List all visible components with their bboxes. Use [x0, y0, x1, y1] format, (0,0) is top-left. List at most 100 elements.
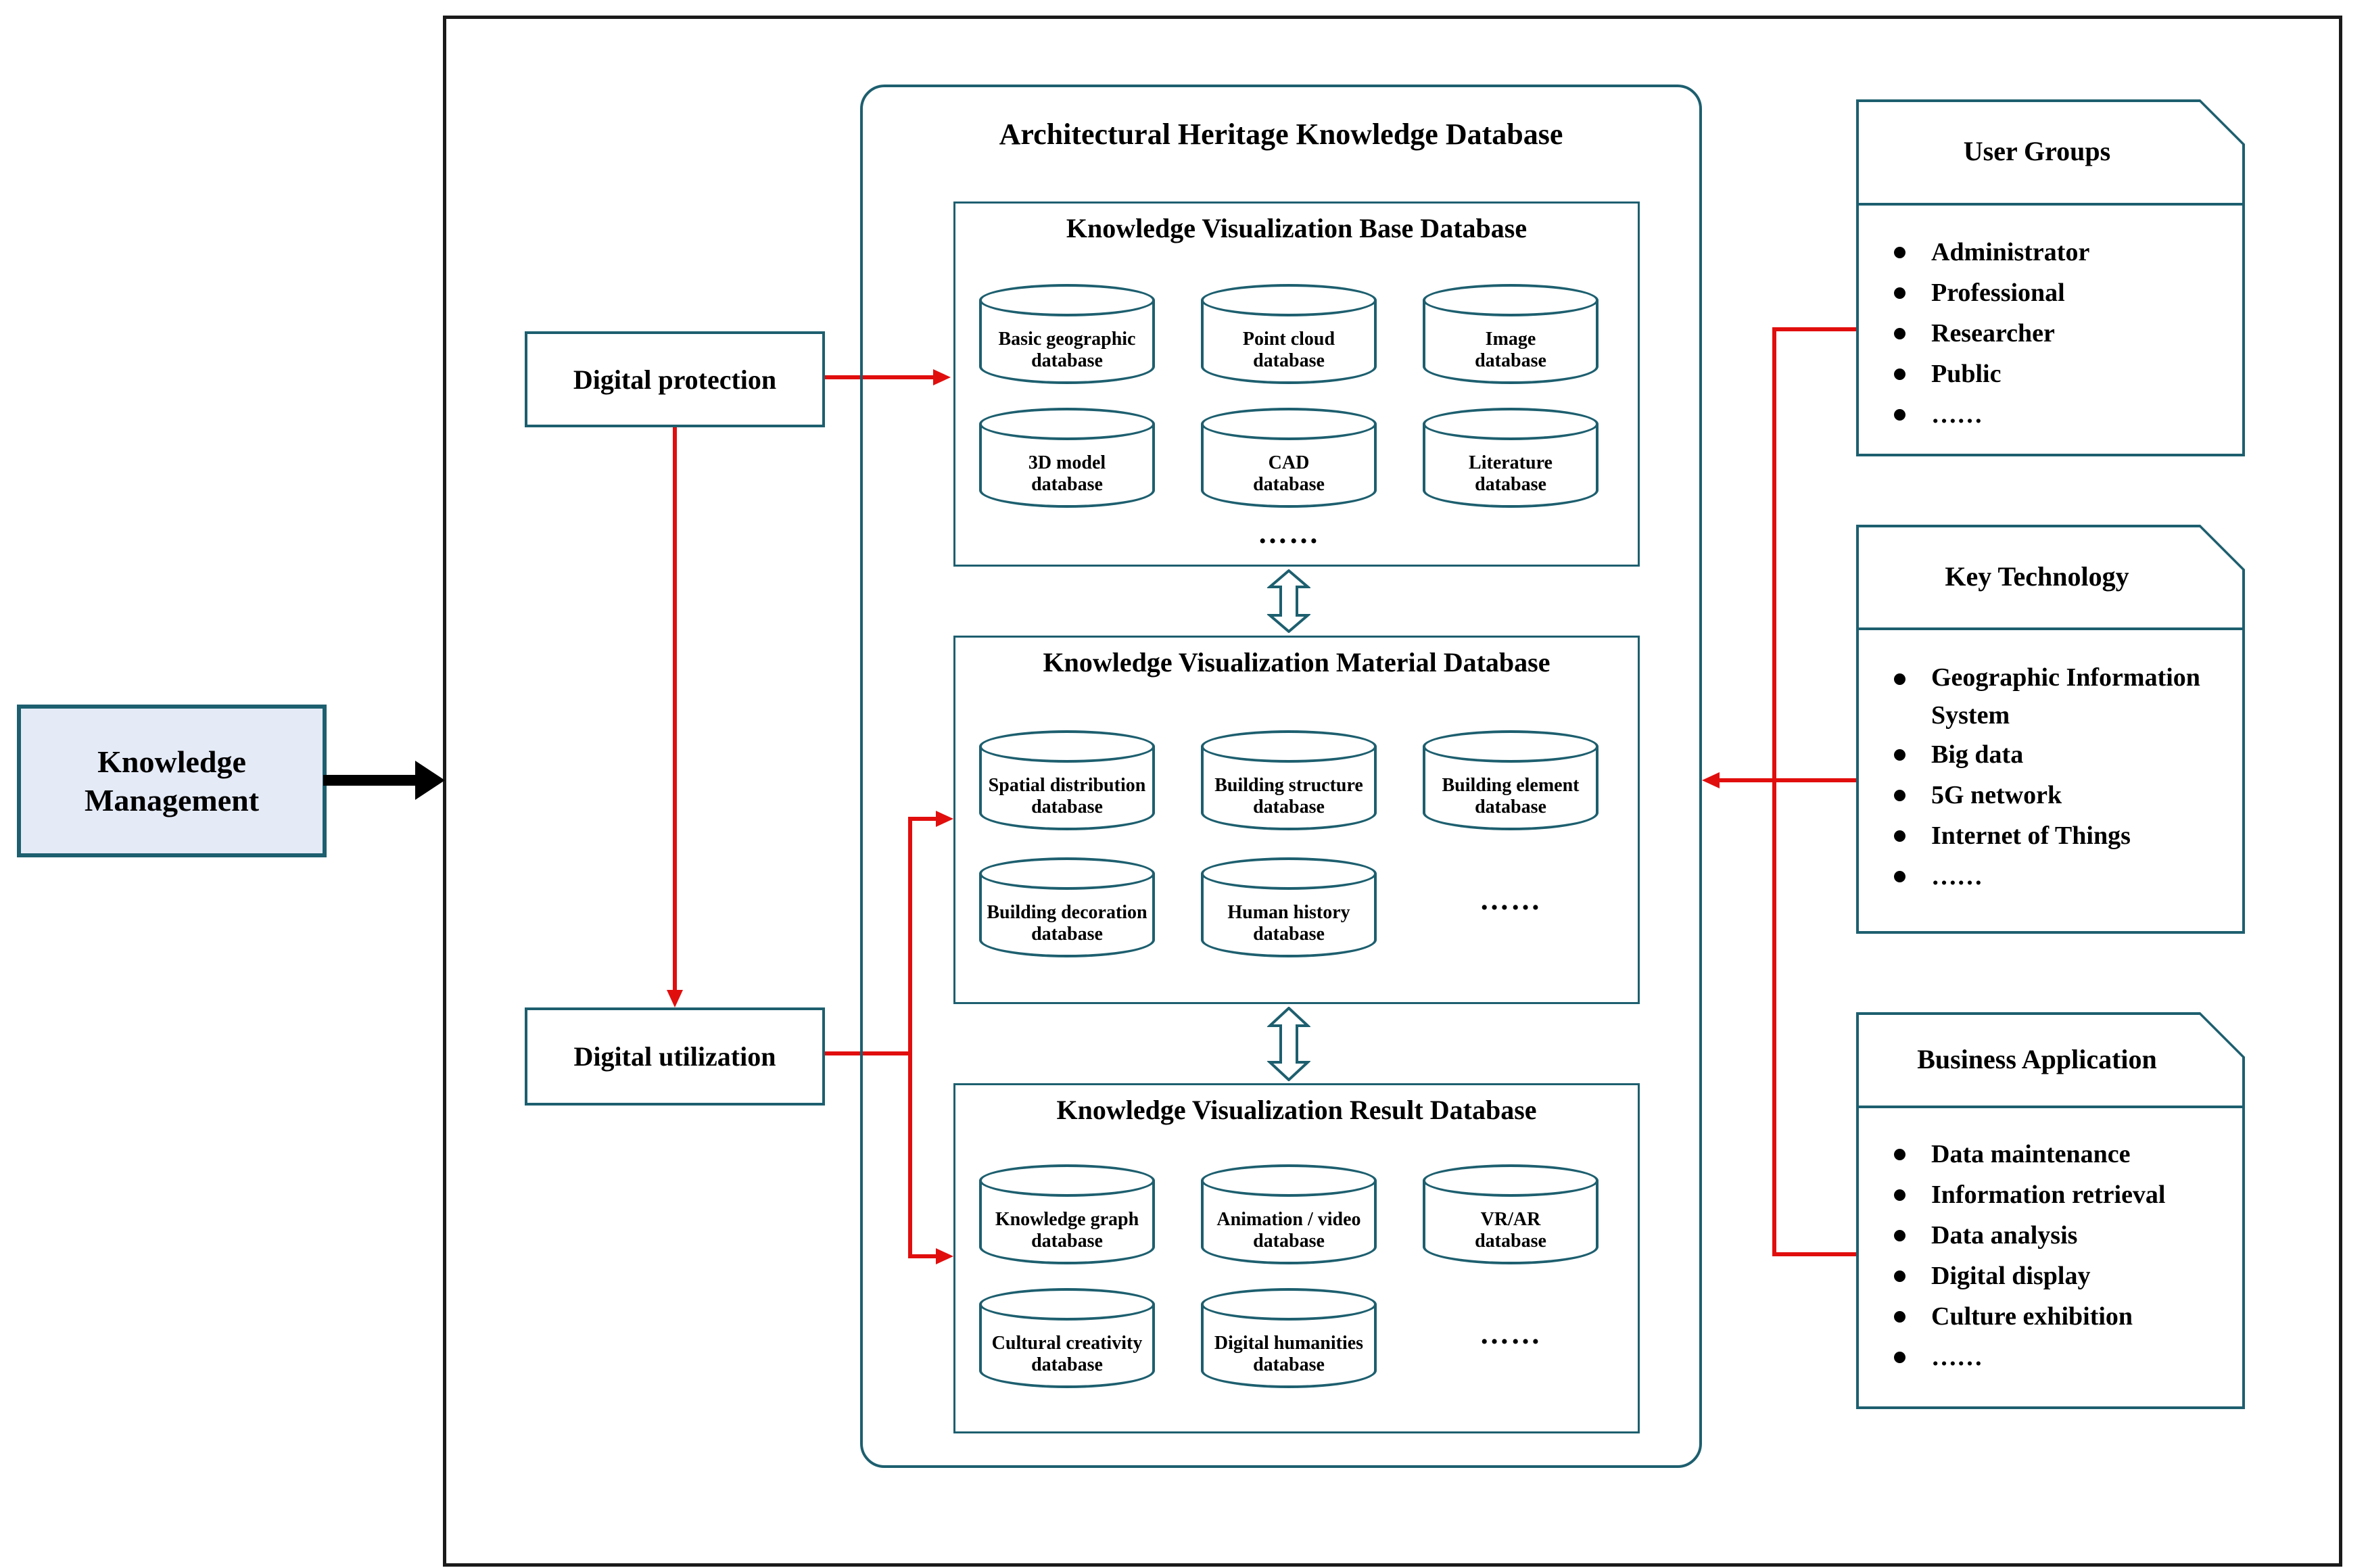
digital-utilization-box: Digital utilization [525, 1007, 825, 1106]
cylinder-top [979, 730, 1155, 763]
cylinder-top [1423, 1164, 1599, 1197]
note-divider [1856, 203, 2245, 206]
business-application-note: Business Application Data maintenance In… [1856, 1012, 2245, 1409]
business-application-title: Business Application [1917, 1043, 2157, 1074]
cylinder-top [1201, 857, 1377, 890]
utilization-to-material-line [908, 817, 936, 821]
cylinder-top [1201, 284, 1377, 316]
bullet-icon [1894, 1352, 1905, 1363]
key-technology-connector [1720, 778, 1856, 782]
cylinder-top [1423, 730, 1599, 763]
list-item: …… [1894, 856, 2234, 897]
bullet-icon [1894, 830, 1905, 842]
bullet-icon [1894, 369, 1905, 380]
cylinder-top [1201, 1164, 1377, 1197]
bullet-icon [1894, 1230, 1905, 1241]
key-technology-note: Key Technology Geographic Information Sy… [1856, 525, 2245, 934]
user-groups-connector [1772, 327, 1856, 331]
note-background [1859, 102, 2242, 454]
base-database-title: Knowledge Visualization Base Database [1066, 213, 1528, 243]
cylinder-top [979, 857, 1155, 890]
key-technology-title: Key Technology [1945, 561, 2129, 592]
list-item: Digital display [1894, 1256, 2234, 1296]
business-application-connector [1772, 1252, 1856, 1256]
note-divider [1856, 1106, 2245, 1108]
key-technology-list: Geographic Information System Big data 5… [1894, 659, 2234, 897]
list-item: Professional [1894, 272, 2234, 313]
bullet-icon [1894, 287, 1905, 299]
utilization-branch-trunk [908, 819, 912, 1258]
bullet-icon [1894, 1149, 1905, 1160]
business-application-list: Data maintenance Information retrieval D… [1894, 1134, 2234, 1377]
list-item: Administrator [1894, 232, 2234, 272]
list-item: Geographic Information System [1894, 659, 2234, 734]
note-background [1859, 527, 2242, 931]
result-database-title: Knowledge Visualization Result Database [1056, 1095, 1537, 1125]
user-groups-note: User Groups Administrator Professional R… [1856, 99, 2245, 456]
material-ellipsis: …… [1479, 882, 1542, 916]
km-arrow-head [415, 761, 445, 800]
bullet-icon [1894, 749, 1905, 761]
bullet-icon [1894, 328, 1905, 339]
protection-to-utilization-line [673, 427, 677, 990]
list-item: …… [1894, 394, 2234, 435]
note-divider [1856, 627, 2245, 630]
bullet-icon [1894, 1311, 1905, 1323]
list-item: Data maintenance [1894, 1134, 2234, 1174]
cylinder-body [1423, 300, 1599, 384]
cylinder-top [979, 408, 1155, 440]
cylinder-top [1423, 408, 1599, 440]
base-database-box [953, 201, 1640, 567]
cylinder-top [979, 1164, 1155, 1197]
bullet-icon [1894, 673, 1905, 685]
knowledge-management-box: Knowledge Management [17, 705, 327, 857]
bullet-icon [1894, 247, 1905, 258]
list-item: …… [1894, 1337, 2234, 1377]
notes-trunk-vertical [1772, 327, 1776, 1256]
notes-to-container-arrowhead [1702, 772, 1720, 788]
list-item: Culture exhibition [1894, 1296, 2234, 1337]
container-title: Architectural Heritage Knowledge Databas… [999, 117, 1563, 151]
base-ellipsis: …… [1258, 516, 1320, 550]
protection-to-base-line [825, 375, 933, 379]
bullet-icon [1894, 409, 1905, 421]
user-groups-list: Administrator Professional Researcher Pu… [1894, 232, 2234, 435]
bullet-icon [1894, 1270, 1905, 1282]
km-arrow-shaft [323, 775, 418, 786]
utilization-to-result-line [908, 1254, 936, 1258]
protection-to-utilization-arrowhead [667, 990, 683, 1007]
result-ellipsis: …… [1479, 1316, 1542, 1350]
bullet-icon [1894, 1189, 1905, 1201]
list-item: Public [1894, 354, 2234, 394]
digital-protection-box: Digital protection [525, 331, 825, 427]
list-item: Information retrieval [1894, 1174, 2234, 1215]
list-item: Data analysis [1894, 1215, 2234, 1256]
cylinder-top [1201, 1288, 1377, 1321]
base-material-double-arrow [1267, 569, 1310, 633]
km-label-line2: Management [84, 783, 260, 817]
